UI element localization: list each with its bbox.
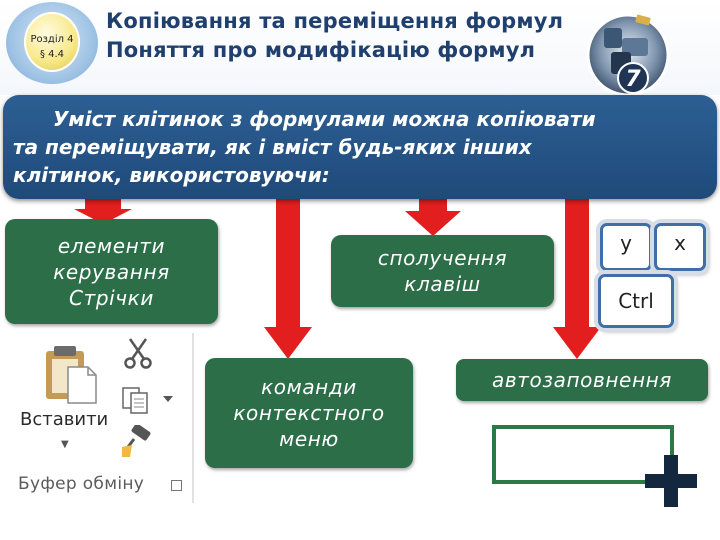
context-card-line-1: команди [261,375,357,399]
section-label: Розділ 4 [30,34,74,45]
key-combination-card: сполучення клавіш [331,235,554,307]
paste-dropdown-icon[interactable]: ▼ [61,439,69,450]
ribbon-card-line-2: керування [53,259,170,284]
banner-line-3: клітинок, використовуючи: [13,163,330,187]
selected-cell [492,425,674,484]
context-menu-card: команди контекстного меню [205,358,413,468]
copy-dropdown-icon[interactable] [162,395,174,403]
banner-line-1: Уміст клітинок з формулами можна копіюва… [53,107,596,131]
section-badge-inner: Розділ 4 § 4.4 [24,12,80,72]
key-y-label: y [620,231,632,255]
context-card-line-3: меню [279,427,339,451]
cut-icon[interactable] [122,337,154,369]
fill-handle-cross-icon [645,455,697,507]
key-x-label: x [674,231,686,255]
arrow-to-autofill [553,195,601,359]
copy-icon[interactable] [120,385,152,415]
keys-card-line-1: сполучення [377,246,508,270]
key-ctrl: Ctrl [598,274,674,328]
banner-line-2: та переміщувати, як і вміст будь-яких ін… [13,135,532,159]
intro-banner: Уміст клітинок з формулами можна копіюва… [3,95,717,199]
context-card-line-2: контекстного [233,401,385,425]
paste-icon[interactable] [42,343,102,405]
ribbon-card-line-1: елементи [57,233,166,258]
dialog-launcher-icon[interactable] [171,480,182,491]
chapter-emblem: 7 [586,13,670,96]
ribbon-card-line-3: Стрічки [69,285,154,310]
arrow-to-ribbon [74,195,132,224]
key-y: y [600,223,652,271]
ribbon-controls-card: елементи керування Стрічки [5,219,218,324]
key-ctrl-label: Ctrl [618,289,654,313]
arrow-to-keys [405,195,461,236]
keys-card-line-2: клавіш [404,272,481,296]
clipboard-group-label: Буфер обміну [18,474,145,494]
key-x: x [654,223,706,271]
page-title: Копіювання та переміщення формул [106,9,564,33]
format-painter-icon[interactable] [120,425,154,459]
autofill-card: автозаповнення [456,359,708,401]
chapter-number: 7 [625,67,641,92]
clipboard-group: Вставити ▼ Буфер обміну [8,333,194,503]
paste-button-label[interactable]: Вставити [20,409,109,430]
page-subtitle: Поняття про модифікацію формул [106,38,536,62]
section-badge: Розділ 4 § 4.4 [6,2,98,84]
section-number: § 4.4 [39,49,65,60]
arrow-to-context-menu [264,195,312,359]
